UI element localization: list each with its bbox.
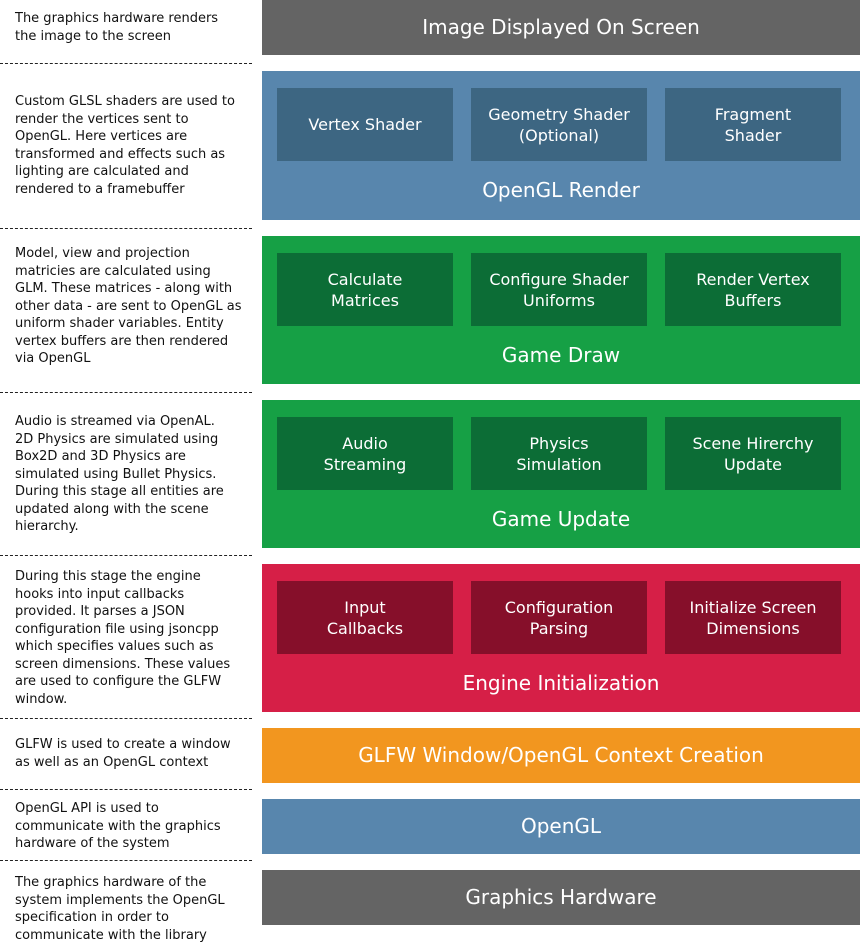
layer-opengl: OpenGL [262,799,860,854]
description-engine-initialization: During this stage the engine hooks into … [15,569,231,707]
layer-engine-initialization: Input Callbacks Configuration Parsing In… [262,564,860,712]
box-audio-streaming: Audio Streaming [277,417,453,490]
separator-7 [0,860,252,861]
layer-title: GLFW Window/OpenGL Context Creation [358,743,764,767]
box-calculate-matrices: Calculate Matrices [277,253,453,326]
layer-title: Image Displayed On Screen [422,15,700,39]
layer-opengl-render: Vertex Shader Geometry Shader (Optional)… [262,71,860,220]
separator-3 [0,392,252,393]
description-game-update: Audio is streamed via OpenAL. 2D Physics… [15,414,224,534]
layer-game-draw: Calculate Matrices Configure Shader Unif… [262,236,860,384]
layer-graphics-hardware: Graphics Hardware [262,870,860,925]
description-glfw-context: GLFW is used to create a window as well … [15,737,231,770]
layer-title: OpenGL Render [482,178,640,202]
layer-title: Graphics Hardware [465,885,657,909]
description-image-displayed: The graphics hardware renders the image … [15,11,219,44]
box-initialize-screen-dimensions: Initialize Screen Dimensions [665,581,841,654]
separator-2 [0,228,252,229]
box-fragment-shader: Fragment Shader [665,88,841,161]
description-graphics-hardware: The graphics hardware of the system impl… [15,875,225,943]
layer-glfw-context-creation: GLFW Window/OpenGL Context Creation [262,728,860,783]
layer-title: Game Draw [501,343,621,367]
box-configuration-parsing: Configuration Parsing [471,581,647,654]
box-input-callbacks: Input Callbacks [277,581,453,654]
separator-4 [0,555,252,556]
box-physics-simulation: Physics Simulation [471,417,647,490]
separator-6 [0,789,252,790]
box-scene-hierarchy-update: Scene Hirerchy Update [665,417,841,490]
layer-title: OpenGL [520,814,602,838]
description-game-draw: Model, view and projection matricies are… [15,246,242,366]
layer-title: Game Update [491,507,631,531]
separator-5 [0,718,252,719]
box-render-vertex-buffers: Render Vertex Buffers [665,253,841,326]
layer-image-displayed: Image Displayed On Screen [262,0,860,55]
separator-1 [0,63,252,64]
box-vertex-shader: Vertex Shader [277,88,453,161]
description-opengl-api: OpenGL API is used to communicate with t… [15,801,221,851]
layer-game-update: Audio Streaming Physics Simulation Scene… [262,400,860,548]
description-opengl-render: Custom GLSL shaders are used to render t… [15,94,235,197]
box-geometry-shader: Geometry Shader (Optional) [471,88,647,161]
box-configure-shader-uniforms: Configure Shader Uniforms [471,253,647,326]
layer-title: Engine Initialization [462,671,660,695]
